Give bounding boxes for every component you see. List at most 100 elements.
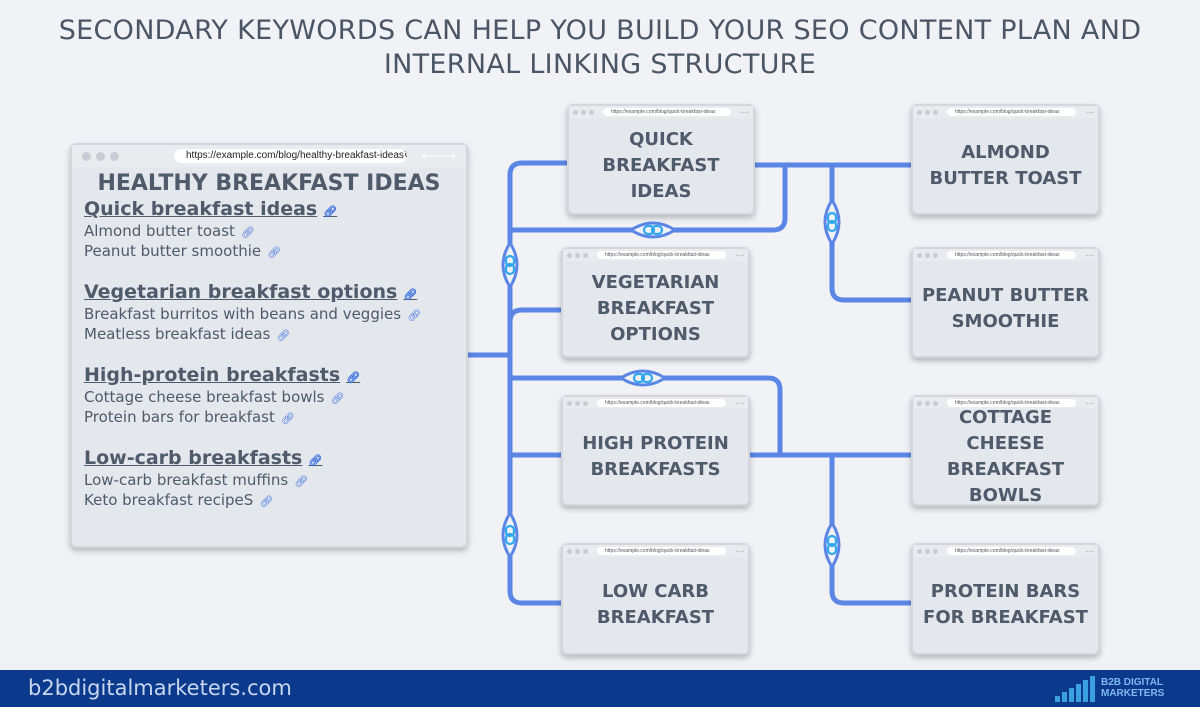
connector-back-link [510,165,788,233]
window-dot-icon [583,548,588,554]
section: Vegetarian breakfast options🔗︎Breakfast … [84,282,454,345]
section-link[interactable]: Low-carb breakfasts🔗︎ [84,448,454,471]
window-dot-icon [575,548,580,554]
link-icon: 🔗︎ [308,454,323,467]
main-heading: HEALTHY BREAKFAST IDEAS [97,171,441,196]
window-dot-icon [583,400,588,406]
section-link[interactable]: Vegetarian breakfast options🔗︎ [84,282,454,305]
nav-arrows-icon[interactable]: ⟷ [1085,400,1094,407]
list-item[interactable]: Low-carb breakfast muffins🔗︎ [84,471,454,491]
page-title-text: PROTEIN BARS FOR BREAKFAST [923,581,1088,628]
window-dot-icon [583,252,588,258]
nav-arrows-icon[interactable]: ⟷ [735,252,744,259]
link-icon: 🔗︎ [403,288,418,301]
list-item[interactable]: Keto breakfast recipeS 🔗︎ [84,491,454,511]
list-item[interactable]: Peanut butter smoothie🔗︎ [84,242,454,262]
page-window: https://example.com/blog/quick-breakfast… [561,247,750,358]
window-dot-icon [933,252,938,258]
nav-arrows-icon[interactable]: ⟵⟶ [421,149,456,163]
section-title: Quick breakfast ideas [84,198,318,220]
url-bar[interactable]: https://example.com/blog/healthy-breakfa… [174,149,407,163]
nav-arrows-icon[interactable]: ⟷ [1085,109,1094,116]
link-icon: 🔗︎ [276,329,291,342]
connector-protein-bars [829,455,911,606]
window-dot-icon [567,548,572,554]
page-title-text: LOW CARB BREAKFAST [596,581,715,628]
section-link[interactable]: High-protein breakfasts🔗︎ [84,365,454,388]
url-bar[interactable]: https://example.com/blog/quick-breakfast… [597,547,727,555]
link-icon: 🔗︎ [240,226,255,239]
url-bar[interactable]: https://example.com/blog/quick-breakfast… [947,547,1077,555]
url-text: https://example.com/blog/healthy-breakfa… [186,150,404,161]
site-url: b2bdigitalmarketers.com [28,676,292,700]
item-text: Almond butter toast [84,222,235,240]
link-icon: 🔗︎ [346,371,361,384]
nav-arrows-icon[interactable]: ⟷ [735,400,744,407]
section: Quick breakfast ideas🔗︎Almond butter toa… [84,199,454,262]
list-item[interactable]: Protein bars for breakfast🔗︎ [84,408,454,428]
window-dot-icon [925,109,930,115]
link-icon: 🔗︎ [330,392,345,405]
nav-arrows-icon[interactable]: ⟷ [1085,252,1094,259]
page-window: https://example.com/blog/quick-breakfast… [561,543,750,655]
page-title-text: HIGH PROTEIN BREAKFASTS [582,432,729,480]
section: Low-carb breakfasts🔗︎Low-carb breakfast … [84,448,454,511]
browser-bar: https://example.com/blog/quick-breakfast… [563,249,748,261]
page-title-text: PEANUT BUTTER SMOOTHIE [921,284,1090,332]
url-bar[interactable]: https://example.com/blog/quick-breakfast… [947,399,1077,407]
window-dot-icon [925,252,930,258]
link-icon [618,369,668,387]
item-text: Low-carb breakfast muffins [84,471,289,489]
link-icon: 🔗︎ [259,495,274,508]
reload-icon[interactable]: ↻ [404,149,407,163]
window-dot-icon [933,109,938,115]
nav-arrows-icon[interactable]: ⟷ [1085,548,1094,555]
page-title: SECONDARY KEYWORDS CAN HELP YOU BUILD YO… [58,15,1142,80]
connector-vegetarian [507,307,561,323]
list-item[interactable]: Breakfast burritos with beans and veggie… [84,305,454,325]
page-title-text: ALMOND BUTTER TOAST [929,141,1082,189]
logo-bars-icon [1055,676,1095,702]
nav-arrows-icon[interactable]: ⟷ [740,109,749,116]
window-dot-icon [567,252,572,258]
url-bar[interactable]: https://example.com/blog/quick-breakfast… [947,108,1077,116]
link-icon: 🔗︎ [267,246,282,259]
browser-bar: https://example.com/blog/quick-breakfast… [563,397,748,409]
connector-hp-loop [510,375,783,455]
window-dot-icon [933,400,938,406]
browser-bar: https://example.com/blog/quick-breakfast… [913,106,1098,118]
browser-bar: https://example.com/blog/quick-breakfast… [569,106,753,118]
section: High-protein breakfasts🔗︎Cottage cheese … [84,365,454,428]
window-dot-icon [933,548,938,554]
window-dot-icon [917,400,922,406]
list-item[interactable]: Meatless breakfast ideas🔗︎ [84,325,454,345]
link-icon [823,197,841,247]
url-bar[interactable]: https://example.com/blog/quick-breakfast… [597,399,727,407]
section-link[interactable]: Quick breakfast ideas 🔗︎ [84,199,454,222]
window-dot-icon [96,151,105,161]
url-bar[interactable]: https://example.com/blog/quick-breakfast… [947,251,1077,259]
page-window: https://example.com/blog/quick-breakfast… [911,543,1100,655]
page-title-text: COTTAGE CHEESE BREAKFAST BOWLS [946,406,1065,506]
connector-trunk [507,160,567,606]
list-item[interactable]: Almond butter toast 🔗︎ [84,222,454,242]
list-item[interactable]: Cottage cheese breakfast bowls🔗︎ [84,388,454,408]
main-page-window: https://example.com/blog/healthy-breakfa… [70,143,468,548]
window-dot-icon [110,151,119,161]
item-text: Keto breakfast recipeS [84,491,254,509]
link-icon: 🔗︎ [407,309,422,322]
link-icon [628,221,678,239]
page-window: https://example.com/blog/quick-breakfast… [911,395,1100,506]
link-icon [823,520,841,570]
page-title-text: VEGETARIAN BREAKFAST OPTIONS [591,271,720,345]
window-dot-icon [589,109,594,115]
nav-arrows-icon[interactable]: ⟷ [735,548,744,555]
browser-bar: https://example.com/blog/quick-breakfast… [563,545,748,557]
browser-bar: https://example.com/blog/quick-breakfast… [913,545,1098,557]
link-icon [501,240,519,290]
url-bar[interactable]: https://example.com/blog/quick-breakfast… [597,251,727,259]
url-bar[interactable]: https://example.com/blog/quick-breakfast… [603,108,732,116]
logo-text: MARKETERS [1101,688,1165,699]
link-icon: 🔗︎ [323,205,338,218]
